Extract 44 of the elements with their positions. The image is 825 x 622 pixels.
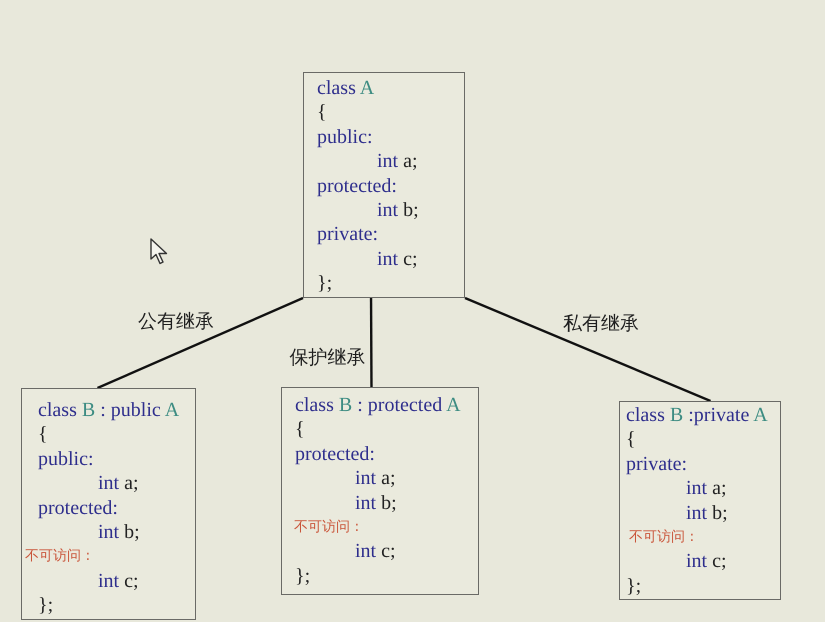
member-declaration: int a; — [355, 466, 396, 491]
brace: }; — [626, 574, 642, 598]
member-declaration: int b; — [377, 198, 419, 222]
member-declaration: int a; — [98, 471, 139, 496]
class-box — [21, 388, 196, 620]
member-declaration: int c; — [377, 246, 418, 272]
access-note: 不可访问 : — [629, 528, 694, 547]
member-declaration: int a; — [686, 476, 727, 501]
access-note: 不可访问 : — [294, 518, 360, 537]
member-declaration: int b; — [98, 520, 140, 544]
class-box — [281, 387, 479, 595]
member-declaration: int b; — [686, 500, 728, 525]
connector-line — [370, 298, 373, 387]
class-declaration: class B :private A — [626, 403, 768, 428]
member-declaration: int c; — [686, 549, 727, 574]
member-declaration: int c; — [355, 539, 396, 564]
brace: { — [295, 417, 305, 442]
access-specifier: private: — [626, 452, 688, 476]
brace: { — [317, 100, 327, 125]
edge-label: 保护继承 — [289, 348, 366, 367]
connector-line — [464, 296, 711, 402]
access-specifier: protected: — [295, 442, 375, 466]
member-declaration: int b; — [355, 490, 397, 515]
access-note: 不可访问 : — [25, 547, 90, 566]
access-specifier: public: — [38, 446, 94, 472]
edge-label: 公有继承 — [138, 312, 214, 332]
member-declaration: int c; — [98, 568, 139, 594]
class-declaration: class A — [317, 76, 374, 100]
brace: }; — [38, 593, 54, 618]
edge-label: 私有继承 — [562, 314, 639, 333]
class-box — [303, 72, 465, 298]
class-box — [619, 401, 781, 600]
brace: { — [626, 427, 636, 452]
brace: }; — [295, 564, 310, 588]
access-specifier: protected: — [317, 174, 397, 198]
class-declaration: class B : public A — [38, 398, 180, 422]
member-declaration: int a; — [377, 149, 418, 174]
brace: }; — [317, 271, 332, 296]
access-specifier: private: — [317, 222, 378, 247]
access-specifier: protected: — [38, 496, 118, 520]
access-specifier: public: — [317, 124, 373, 150]
class-declaration: class B : protected A — [295, 393, 461, 418]
brace: { — [38, 422, 48, 447]
connector-line — [97, 296, 304, 390]
